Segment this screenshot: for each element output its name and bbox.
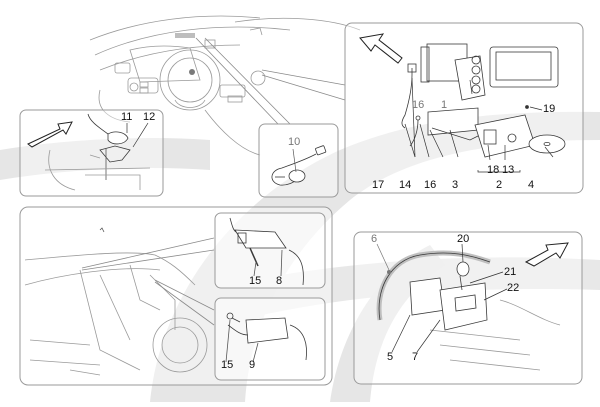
callout-4: 4 bbox=[528, 179, 535, 191]
microphone-illustration bbox=[271, 145, 327, 186]
callout-13: 13 bbox=[502, 164, 515, 176]
callout-16-upper: 16 bbox=[412, 99, 425, 111]
antenna-illustration bbox=[44, 113, 151, 191]
dashboard-illustration bbox=[89, 15, 361, 156]
leader-lines bbox=[195, 37, 346, 125]
callout-1: 1 bbox=[441, 99, 448, 111]
callout-9: 9 bbox=[249, 359, 256, 371]
ecu-leaders bbox=[376, 243, 508, 353]
callout-20: 20 bbox=[457, 233, 470, 245]
direction-arrow bbox=[27, 121, 73, 148]
pillar-module-illustration bbox=[225, 312, 307, 363]
callout-3: 3 bbox=[452, 179, 459, 191]
direction-arrow bbox=[359, 33, 403, 64]
callout-15-roof: 15 bbox=[249, 275, 262, 287]
leader-11-12 bbox=[126, 122, 149, 148]
panel-antenna bbox=[19, 109, 164, 197]
callout-18: 18 bbox=[487, 164, 500, 176]
callout-17: 17 bbox=[372, 179, 385, 191]
ecu-illustration bbox=[376, 250, 561, 371]
car-leaders bbox=[81, 237, 215, 326]
callout-15-pillar: 15 bbox=[221, 359, 234, 371]
callout-5: 5 bbox=[387, 351, 394, 363]
head-unit-leaders bbox=[404, 77, 554, 173]
callout-6: 6 bbox=[371, 233, 378, 245]
panel-microphone bbox=[258, 123, 339, 198]
car-illustration bbox=[24, 227, 208, 376]
callout-7: 7 bbox=[412, 351, 419, 363]
callout-19: 19 bbox=[543, 103, 556, 115]
callout-12: 12 bbox=[143, 111, 156, 123]
callout-22: 22 bbox=[507, 282, 520, 294]
callout-16-lower: 16 bbox=[424, 179, 437, 191]
direction-arrow bbox=[524, 242, 569, 267]
roof-module-illustration bbox=[229, 217, 304, 286]
head-unit-illustration bbox=[401, 43, 566, 158]
callout-14: 14 bbox=[399, 179, 412, 191]
callout-8: 8 bbox=[276, 275, 283, 287]
callout-11: 11 bbox=[121, 111, 133, 123]
callout-2: 2 bbox=[496, 179, 503, 191]
callout-10: 10 bbox=[288, 136, 301, 148]
callout-21: 21 bbox=[504, 266, 517, 278]
